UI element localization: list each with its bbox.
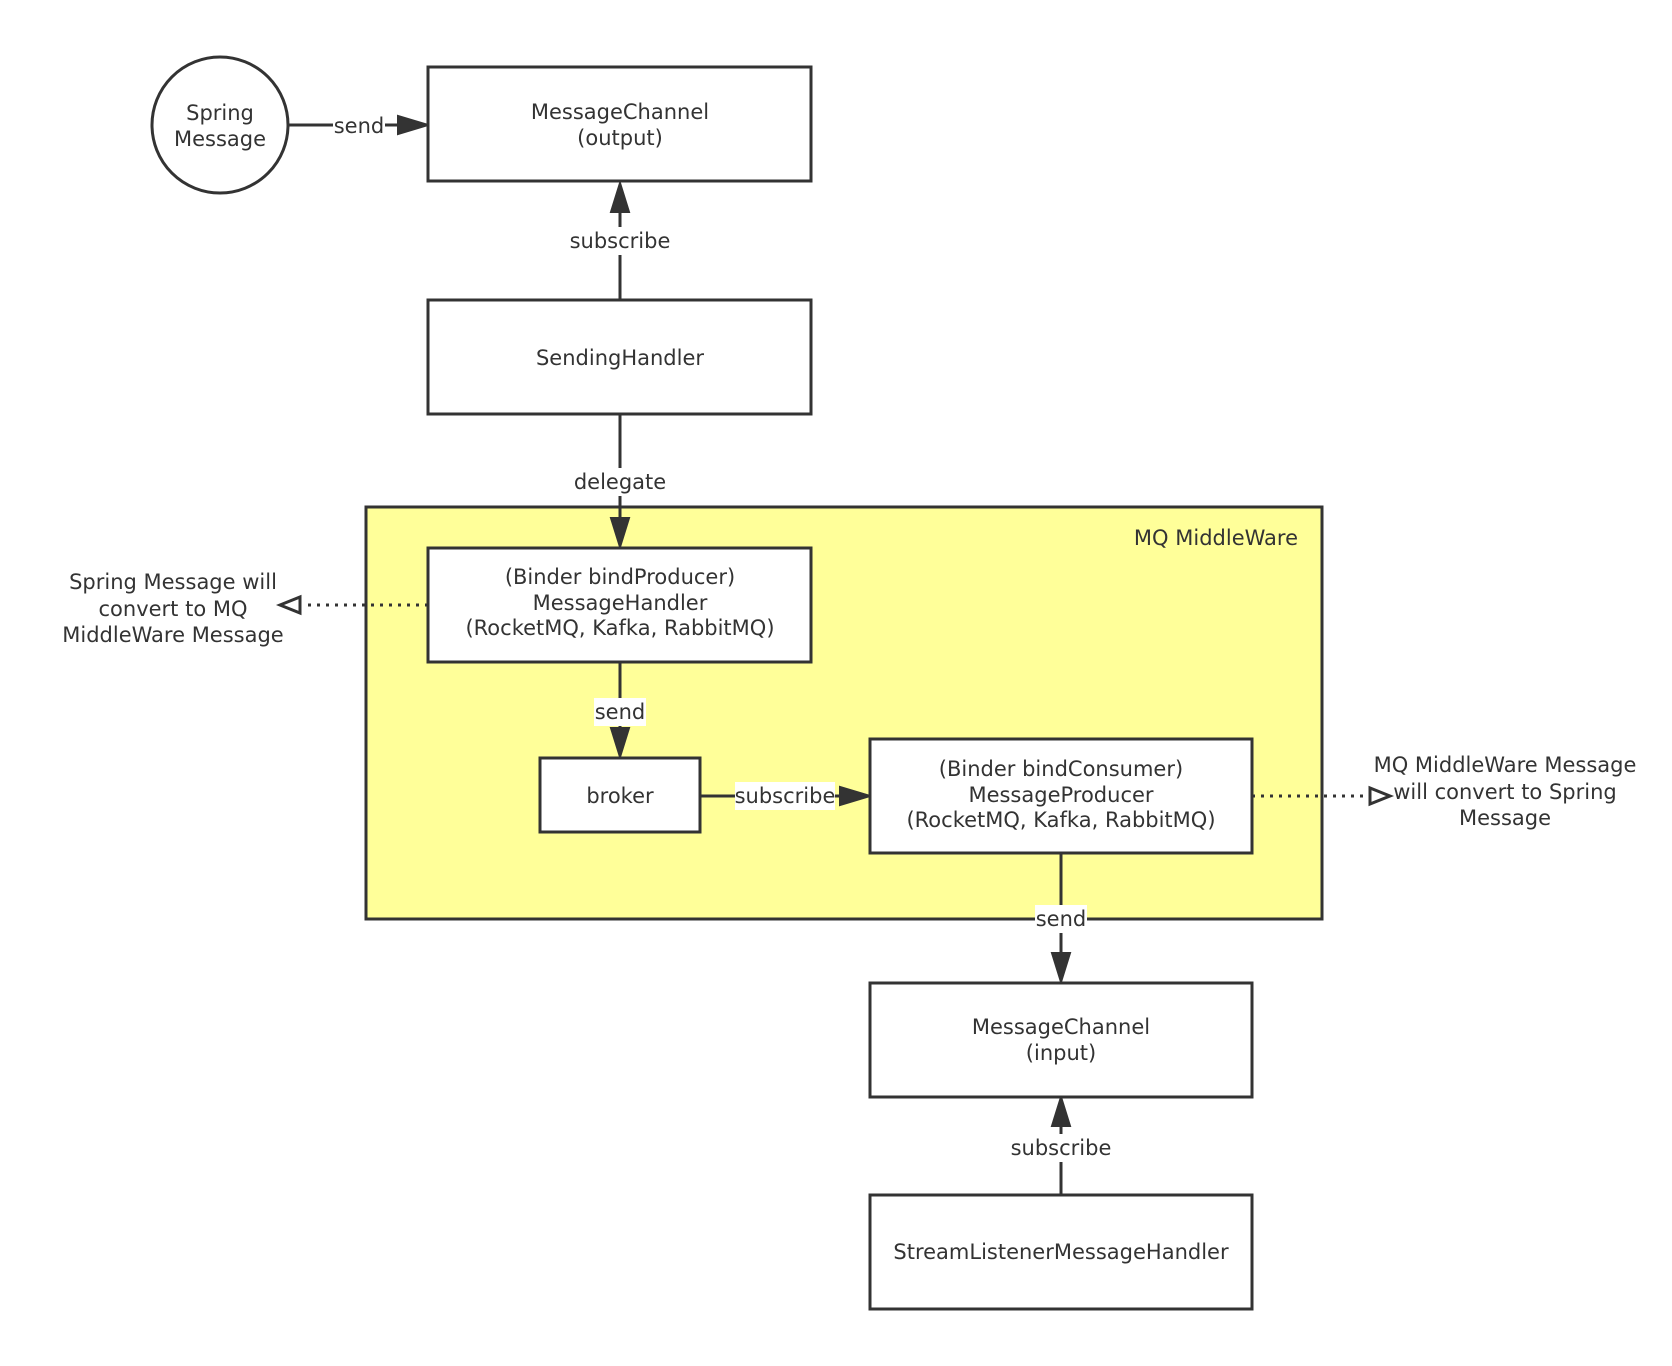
broker-line1: broker	[586, 784, 654, 808]
node-broker: broker	[538, 756, 702, 834]
note-right-line2: will convert to Spring	[1393, 780, 1616, 804]
edge-send-handler-to-broker: send	[594, 662, 646, 761]
stream-listener-line1: StreamListenerMessageHandler	[893, 1240, 1229, 1264]
message-producer-line1: (Binder bindConsumer)	[939, 757, 1183, 781]
edge-dotted-right-note	[1252, 785, 1395, 807]
note-left: Spring Message will convert to MQ Middle…	[62, 570, 283, 647]
edge-subscribe-broker-to-producer: subscribe	[701, 782, 874, 810]
spring-message-line1: Spring	[186, 101, 254, 125]
message-producer-line3: (RocketMQ, Kafka, RabbitMQ)	[906, 808, 1215, 832]
message-handler-line2: MessageHandler	[533, 591, 708, 615]
channel-input-line2: (input)	[1026, 1041, 1096, 1065]
mq-middleware-group-label: MQ MiddleWare	[1134, 526, 1298, 550]
edge-subscribe-listener-to-input: subscribe	[1009, 1093, 1113, 1195]
note-right-line1: MQ MiddleWare Message	[1374, 753, 1637, 777]
message-handler-line3: (RocketMQ, Kafka, RabbitMQ)	[465, 616, 774, 640]
sending-handler-line1: SendingHandler	[536, 346, 704, 370]
edge-label-send-bottom: send	[1036, 907, 1087, 931]
edge-label-delegate: delegate	[574, 470, 666, 494]
channel-output-line1: MessageChannel	[531, 100, 709, 124]
node-message-channel-input: MessageChannel (input)	[868, 981, 1254, 1099]
node-spring-message: Spring Message	[150, 55, 290, 195]
note-right: MQ MiddleWare Message will convert to Sp…	[1374, 753, 1637, 830]
node-message-handler: (Binder bindProducer) MessageHandler (Ro…	[426, 546, 813, 664]
spring-message-line2: Message	[174, 127, 266, 151]
edge-send-producer-to-input: send	[1035, 853, 1087, 986]
edge-label-subscribe-bottom: subscribe	[1011, 1136, 1112, 1160]
note-left-line1: Spring Message will	[69, 570, 277, 594]
message-handler-line1: (Binder bindProducer)	[505, 565, 735, 589]
channel-input-line1: MessageChannel	[972, 1015, 1150, 1039]
edge-label-send-mid: send	[595, 700, 646, 724]
note-right-line3: Message	[1459, 806, 1551, 830]
node-stream-listener-message-handler: StreamListenerMessageHandler	[868, 1193, 1254, 1311]
node-message-producer: (Binder bindConsumer) MessageProducer (R…	[868, 737, 1254, 855]
note-left-line3: MiddleWare Message	[62, 623, 283, 647]
edge-label-subscribe-top: subscribe	[570, 229, 671, 253]
node-message-channel-output: MessageChannel (output)	[426, 65, 813, 183]
message-producer-line2: MessageProducer	[968, 783, 1153, 807]
edge-send-spring-to-output: send	[288, 112, 432, 138]
edge-subscribe-handler-to-output: subscribe	[568, 179, 672, 300]
edge-dotted-left-note	[275, 594, 428, 616]
channel-output-line2: (output)	[577, 126, 663, 150]
edge-label-subscribe-mid: subscribe	[735, 784, 836, 808]
edge-delegate: delegate	[570, 414, 670, 551]
note-left-line2: convert to MQ	[99, 597, 248, 621]
node-sending-handler: SendingHandler	[426, 298, 813, 416]
edge-label-send-top: send	[334, 114, 385, 138]
